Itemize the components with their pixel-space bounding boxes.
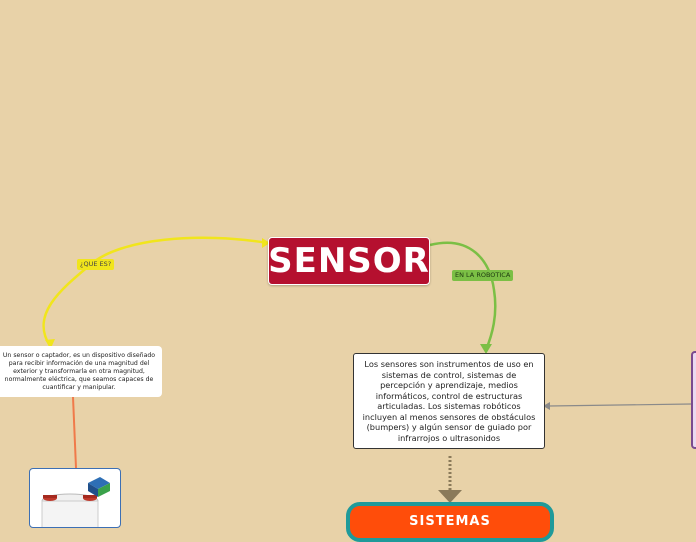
definition-text: Un sensor o captador, es un dispositivo …: [2, 351, 156, 391]
connector-robotica: [429, 241, 497, 351]
offscreen-purple-node[interactable]: [691, 351, 696, 449]
sensor-image-node[interactable]: [29, 468, 121, 528]
central-node-sensor[interactable]: SENSOR: [268, 237, 430, 285]
connector-que-es-arrowhead: [262, 238, 270, 248]
connector-que-es: [42, 236, 269, 347]
robotics-text: Los sensores son instrumentos de uso en …: [362, 359, 536, 443]
connector-que-es-arrowhead-end: [45, 339, 55, 348]
connector-sistemas-arrowhead: [438, 490, 462, 503]
robotics-node[interactable]: Los sensores son instrumentos de uso en …: [353, 353, 545, 449]
sistemas-node[interactable]: SISTEMAS: [346, 502, 554, 542]
connector-label-robotica[interactable]: EN LA ROBOTICA: [452, 270, 514, 281]
connector-label-que-es[interactable]: ¿QUE ES?: [77, 259, 115, 270]
connector-purple-robotics: [548, 403, 692, 407]
sensor-device-illustration: [41, 477, 110, 527]
connector-robotica-arrowhead: [480, 344, 492, 354]
definition-node[interactable]: Un sensor o captador, es un dispositivo …: [0, 346, 162, 397]
connector-purple-arrowhead: [543, 402, 550, 410]
connector-definition-image: [72, 396, 77, 469]
